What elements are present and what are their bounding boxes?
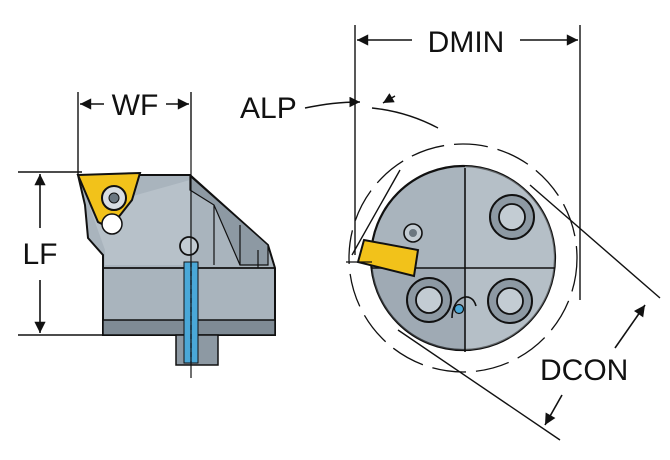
screw-bottom-left xyxy=(406,277,452,323)
dcon-dimension: DCON xyxy=(397,184,661,441)
lf-dimension: LF xyxy=(18,171,104,336)
coolant-port xyxy=(451,296,477,319)
dmin-dimension: DMIN xyxy=(354,25,581,300)
lf-label: LF xyxy=(22,238,57,271)
wf-label: WF xyxy=(112,89,159,122)
alp-leader: ALP xyxy=(240,92,396,125)
dcon-circle xyxy=(348,143,578,373)
screw-top-right xyxy=(489,194,535,240)
front-view xyxy=(346,107,578,373)
side-view xyxy=(76,150,276,378)
alp-label: ALP xyxy=(240,92,297,125)
front-insert xyxy=(356,238,420,278)
clamp-screw-hole xyxy=(179,236,199,256)
dcon-label: DCON xyxy=(540,354,628,387)
dmin-arc xyxy=(371,107,439,129)
wf-dimension: WF xyxy=(77,89,192,175)
dmin-label: DMIN xyxy=(428,26,505,59)
screw-bottom-right xyxy=(487,278,533,324)
pocket-bore xyxy=(101,213,123,235)
